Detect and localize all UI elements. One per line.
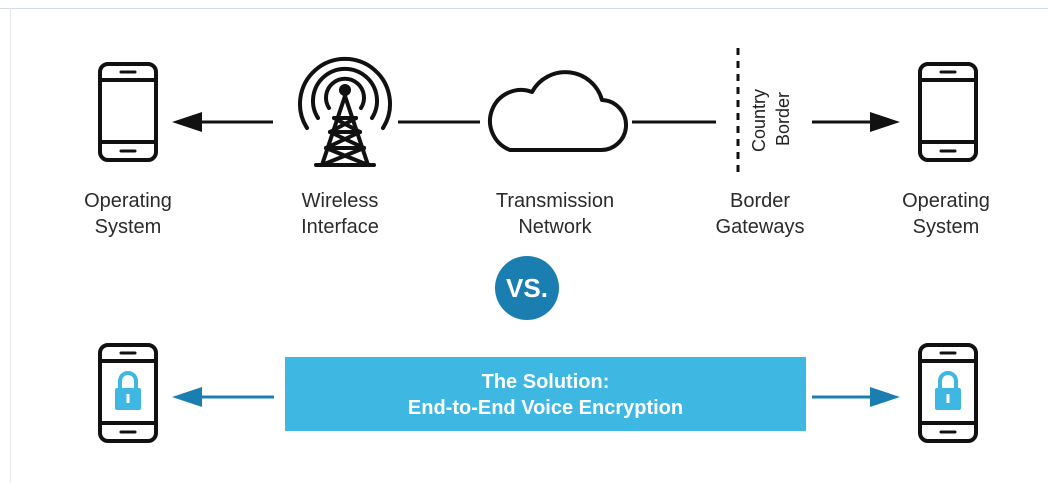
solution-title: The Solution: bbox=[481, 371, 610, 393]
smartphone-icon bbox=[98, 62, 158, 162]
arrow-to-left-secure-phone bbox=[172, 387, 274, 407]
country-border-label-1: Country bbox=[749, 89, 769, 152]
wireless-interface-label: Wireless Interface bbox=[301, 190, 379, 238]
arrow-to-right-secure-phone bbox=[812, 387, 900, 407]
operating-system-left-label: Operating System bbox=[84, 190, 172, 238]
left-border bbox=[10, 8, 11, 483]
transmission-network-label: Transmission Network bbox=[495, 190, 615, 238]
top-border bbox=[0, 8, 1048, 9]
country-border-label-2: Border bbox=[773, 92, 793, 146]
operating-system-right-label: Operating System bbox=[902, 190, 990, 238]
vs-badge: VS. bbox=[495, 256, 559, 320]
radio-tower-icon bbox=[298, 56, 392, 167]
border-gateways-label: Border Gateways bbox=[715, 190, 805, 238]
arrow-to-right-phone bbox=[812, 112, 900, 132]
arrow-to-left-phone bbox=[172, 112, 273, 132]
smartphone-icon bbox=[918, 62, 978, 162]
lock-icon bbox=[115, 371, 141, 410]
solution-subtitle: End-to-End Voice Encryption bbox=[407, 397, 684, 419]
solution-banner: The Solution: End-to-End Voice Encryptio… bbox=[285, 357, 806, 431]
cloud-icon bbox=[487, 70, 628, 153]
lock-icon bbox=[935, 371, 961, 410]
smartphone-icon bbox=[918, 343, 978, 443]
smartphone-icon bbox=[98, 343, 158, 443]
